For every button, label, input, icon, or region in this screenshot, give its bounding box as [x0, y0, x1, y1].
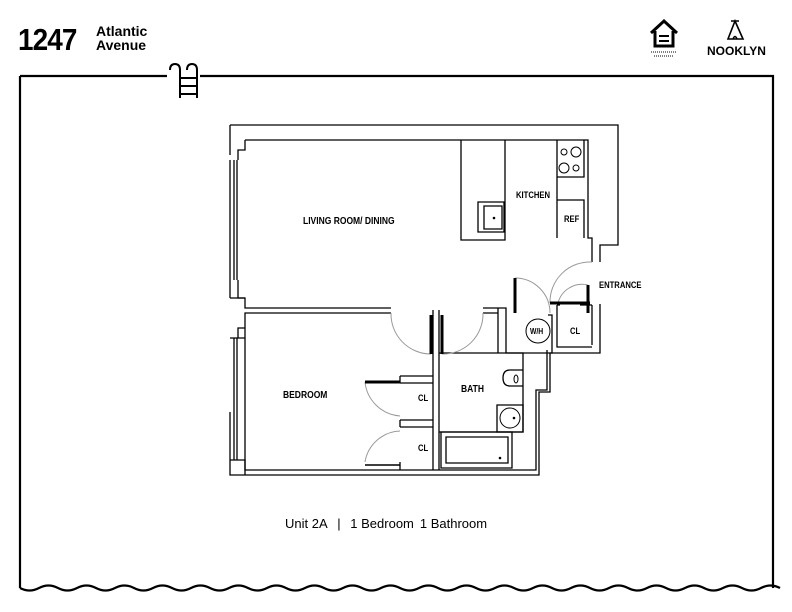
- stove: [556, 140, 585, 238]
- bedroom-count: 1 Bedroom: [350, 516, 414, 531]
- ladder-icon: [169, 62, 198, 98]
- kitchen-island: [460, 140, 506, 241]
- burner: [570, 146, 582, 158]
- room-label-kitchen: KITCHEN: [516, 190, 550, 200]
- walls: [229, 124, 619, 476]
- street-line1: Atlantic: [96, 23, 148, 39]
- street-name: Atlantic Avenue: [96, 24, 147, 52]
- sink-bath: [496, 404, 524, 433]
- label-closet-entry: CL: [570, 326, 581, 336]
- teepee-icon: [726, 18, 745, 40]
- tub: [440, 431, 513, 469]
- burner: [558, 162, 570, 174]
- label-entrance: ENTRANCE: [599, 280, 642, 290]
- label-water-heater: W/H: [530, 327, 544, 336]
- street-line2: Avenue: [96, 37, 147, 53]
- door-leaves: [365, 278, 590, 466]
- equal-housing-icon: [649, 18, 679, 57]
- water-heater: [525, 318, 551, 344]
- toilet: [502, 369, 523, 387]
- room-label-bath: BATH: [461, 384, 484, 395]
- label-refrigerator: REF: [564, 214, 580, 224]
- burner: [572, 164, 580, 172]
- entry-closet: [556, 304, 592, 348]
- bath-sink-basin: [499, 407, 521, 429]
- outer-wall: [229, 124, 619, 476]
- toilet-bowl: [513, 374, 519, 384]
- room-label-bedroom: BEDROOM: [283, 390, 328, 401]
- wh-closet: [506, 314, 553, 354]
- label-closet-bedroom-2: CL: [418, 443, 429, 453]
- left-windows: [230, 160, 246, 475]
- doors: [364, 261, 593, 463]
- burner: [560, 148, 568, 156]
- sink: [477, 201, 505, 233]
- room-label-living: LIVING ROOM/ DINING: [303, 216, 395, 227]
- page-frame: [18, 74, 781, 592]
- label-closet-bedroom-1: CL: [418, 393, 429, 403]
- bath-door-stub: [483, 307, 507, 353]
- caption-separator: |: [337, 516, 341, 531]
- building-number: 1247: [18, 22, 77, 57]
- brand-name: NOOKLYN: [707, 44, 766, 58]
- unit-caption: Unit 2A | 1 Bedroom 1 Bathroom: [285, 516, 493, 531]
- wave-border: [19, 584, 781, 592]
- bathroom-count: 1 Bathroom: [419, 516, 488, 531]
- closet-walls: [399, 375, 433, 470]
- unit-name: Unit 2A: [285, 516, 328, 531]
